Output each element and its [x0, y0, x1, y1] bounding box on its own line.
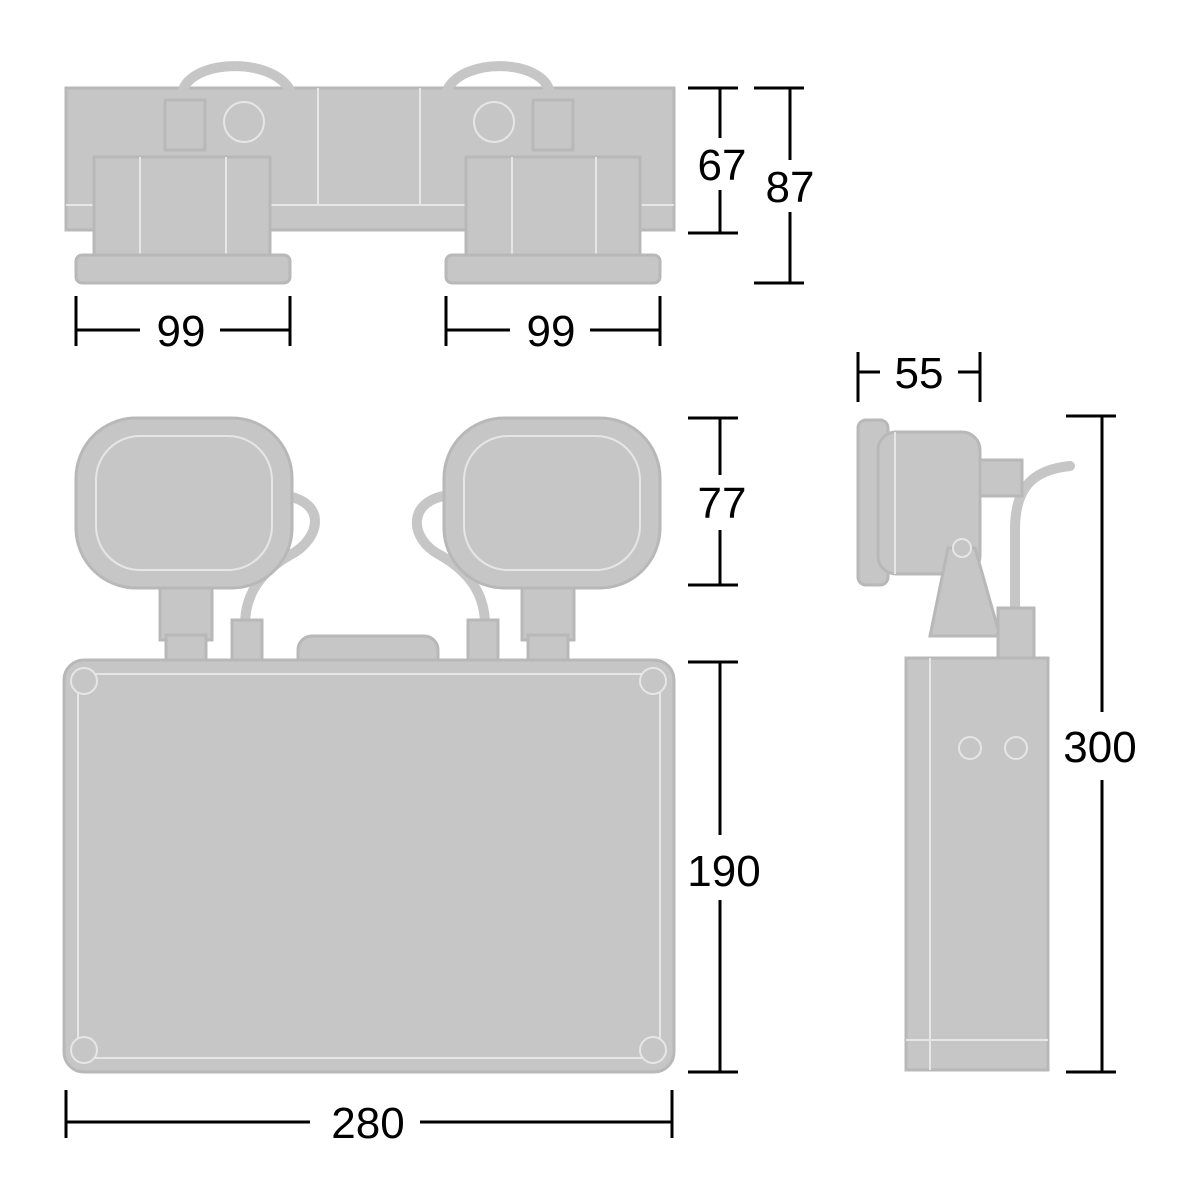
front-view-gland-left	[230, 618, 264, 664]
top-view-lens-right	[444, 253, 662, 285]
dim-55-label: 55	[895, 349, 944, 398]
screw-icon	[958, 736, 982, 760]
dim-99-left-label: 99	[157, 307, 206, 356]
dim-190: 190	[687, 660, 761, 1074]
side-view-head	[876, 430, 982, 576]
front-view-cable-left	[240, 490, 320, 630]
side-view-body	[904, 656, 1050, 1072]
dim-280-label: 280	[331, 1099, 404, 1148]
dim-99-left: 99	[74, 296, 292, 356]
dim-280: 280	[64, 1090, 674, 1148]
top-view-gland-right	[531, 98, 575, 152]
screw-icon	[952, 538, 972, 558]
screw-icon	[639, 667, 667, 695]
front-view	[62, 416, 676, 1074]
front-view-stem-right	[520, 578, 576, 642]
front-view-gland-right	[466, 618, 500, 664]
front-view-head-right	[442, 416, 662, 590]
front-view-stem-left	[158, 578, 214, 642]
dim-99-right-label: 99	[527, 307, 576, 356]
dim-300: 300	[1063, 414, 1137, 1074]
side-view-head-gland	[978, 458, 1024, 498]
top-view-head-left	[92, 155, 272, 259]
dim-87-label: 87	[766, 163, 815, 212]
screw-icon	[639, 1036, 667, 1064]
dim-55: 55	[856, 349, 982, 402]
dim-87: 87	[754, 86, 815, 285]
dim-77: 77	[688, 416, 747, 587]
top-view-lens-left	[74, 253, 292, 285]
top-view-nut-right	[473, 101, 515, 143]
screw-icon	[70, 667, 98, 695]
dim-67: 67	[688, 86, 747, 235]
dim-77-label: 77	[698, 479, 747, 528]
dim-99-right: 99	[444, 296, 662, 356]
front-view-body	[62, 658, 676, 1074]
top-view-head-right	[464, 155, 642, 259]
dim-190-label: 190	[687, 847, 760, 896]
top-view-cable-right	[441, 61, 555, 125]
top-view-cable-left	[177, 61, 297, 125]
side-view-body-gland	[996, 606, 1036, 660]
dim-67-label: 67	[698, 141, 747, 190]
side-view	[856, 418, 1075, 1072]
front-view-head-left	[74, 416, 294, 590]
front-view-cable-right	[411, 490, 490, 630]
top-view-gland-left	[163, 98, 207, 152]
screw-icon	[70, 1036, 98, 1064]
side-view-cable	[1010, 461, 1075, 620]
screw-icon	[1004, 736, 1028, 760]
dim-300-label: 300	[1063, 723, 1136, 772]
top-view	[64, 61, 676, 285]
top-view-nut-left	[223, 101, 265, 143]
